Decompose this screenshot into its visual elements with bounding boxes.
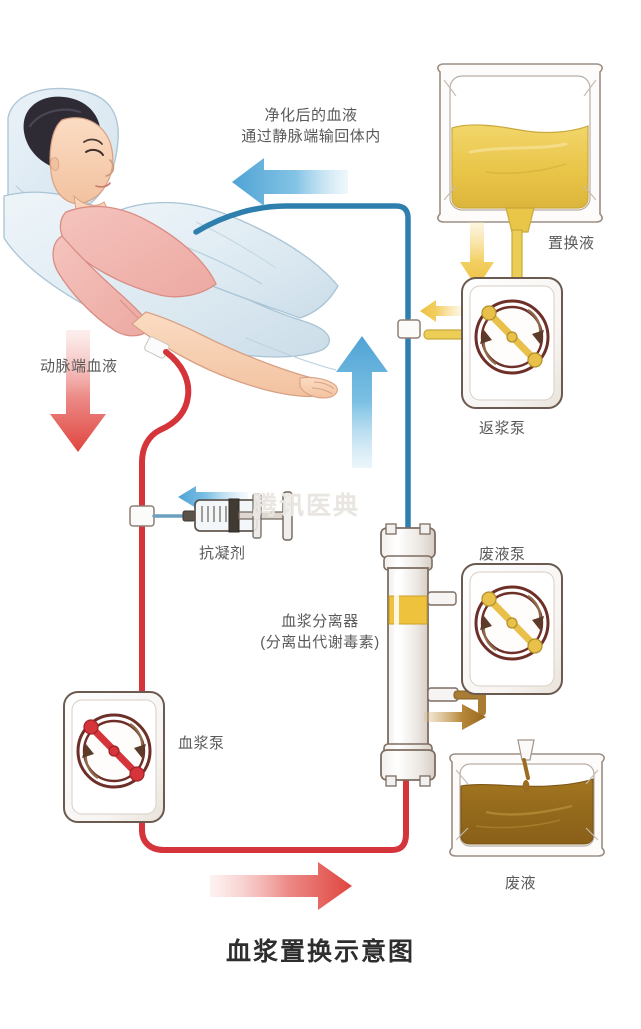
- waste-fluid-label: 废液: [505, 875, 537, 892]
- arrow-replacement-down: [460, 222, 494, 288]
- arterial-blood-label: 动脉端血液: [40, 358, 118, 375]
- arrow-replacement-left: [420, 300, 462, 322]
- plasma-pump-label: 血浆泵: [178, 735, 225, 752]
- arrow-purified-up: [336, 336, 388, 468]
- waste-pump: [461, 563, 563, 695]
- plasma-separator: [380, 523, 459, 787]
- arterial-blood-line: [139, 349, 395, 853]
- arrow-blood-right: [210, 862, 352, 910]
- venous-connector: [397, 319, 421, 339]
- replacement-fluid-bag: [437, 63, 603, 293]
- plasma-separator-label: 血浆分离器 (分离出代谢毒素): [260, 613, 380, 651]
- waste-pump-label: 废液泵: [479, 546, 526, 563]
- anticoagulant-label: 抗凝剂: [199, 545, 246, 562]
- arrow-blood-down: [50, 330, 106, 452]
- arrow-waste-right: [424, 704, 486, 730]
- return-plasma-pump-label: 返浆泵: [479, 420, 526, 437]
- arterial-to-separator: [389, 775, 409, 853]
- watermark: 腾讯医典: [252, 492, 361, 520]
- arrow-return-left: [232, 158, 348, 206]
- plasma-pump: [63, 691, 165, 823]
- venous-return-label: 净化后的血液 通过静脉端输回体内: [241, 107, 381, 145]
- diagram-title: 血浆置换示意图: [225, 938, 415, 966]
- return-plasma-pump: [423, 277, 563, 409]
- waste-fluid-bag: [449, 739, 605, 857]
- patient-illustration: [3, 87, 339, 399]
- replacement-fluid-label: 置换液: [548, 235, 595, 252]
- anticoagulant-syringe: [129, 491, 293, 541]
- venous-return-line: [193, 203, 411, 551]
